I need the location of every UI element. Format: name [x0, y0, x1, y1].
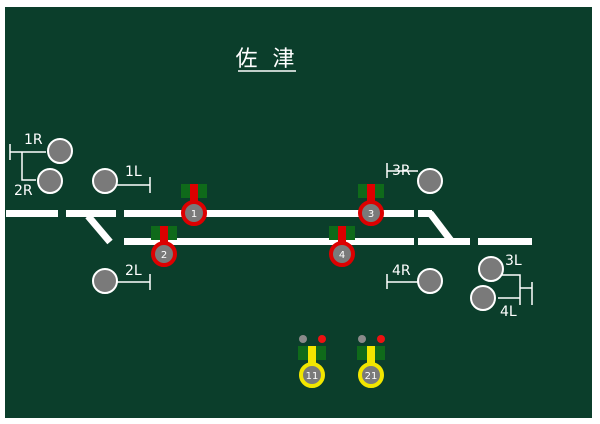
signal-lamp-icon[interactable] [92, 168, 118, 194]
signal-2L[interactable]: 2L [92, 263, 142, 294]
lever-handle[interactable] [367, 346, 375, 366]
lever-knob-icon[interactable] [181, 200, 207, 226]
signals: 1R 2R 1L 2L 3R 4R 3L 4L [14, 132, 522, 320]
lever-knob-icon[interactable] [299, 362, 325, 388]
signal-label: 2R [14, 183, 33, 199]
switch-lever-21[interactable]: 21 [357, 335, 385, 388]
lever-handle[interactable] [308, 346, 316, 366]
lever-number: 2 [161, 250, 167, 261]
signal-3R[interactable]: 3R [392, 163, 443, 194]
signal-3L[interactable]: 3L [478, 253, 522, 282]
track-siding-line [124, 238, 414, 245]
signal-1L[interactable]: 1L [92, 164, 142, 194]
track-segment [66, 210, 116, 217]
lever-number: 4 [339, 250, 345, 261]
signal-lamp-icon[interactable] [478, 256, 504, 282]
indicator-lamp-grey [358, 335, 366, 343]
signal-4R[interactable]: 4R [392, 263, 443, 294]
indicator-lamp-red [377, 335, 385, 343]
route-lever-1[interactable]: 1 [181, 184, 207, 226]
signal-lamp-icon[interactable] [470, 285, 496, 311]
signal-brackets [9, 144, 533, 305]
route-lever-3[interactable]: 3 [358, 184, 384, 226]
route-lever-4[interactable]: 4 [329, 226, 355, 267]
signal-lamp-icon[interactable] [92, 268, 118, 294]
signal-label: 1L [125, 164, 142, 180]
signal-label: 2L [125, 263, 142, 279]
lever-knob-icon[interactable] [151, 241, 177, 267]
signal-label: 1R [24, 132, 43, 148]
lever-knob-icon[interactable] [358, 362, 384, 388]
route-lever-2[interactable]: 2 [151, 226, 177, 267]
signal-label: 4R [392, 263, 411, 279]
lever-number: 21 [365, 371, 378, 382]
signal-2R[interactable]: 2R [14, 168, 63, 199]
lever-handle[interactable] [160, 226, 168, 246]
switch-lever-11[interactable]: 11 [298, 335, 326, 388]
track-main-line [124, 210, 414, 217]
signal-label: 3L [505, 253, 522, 269]
track-crossover-right [427, 210, 455, 245]
station-name: 佐 津 [236, 47, 299, 72]
lever-handle[interactable] [338, 226, 346, 246]
signal-1R[interactable]: 1R [24, 132, 73, 164]
signal-lamp-icon[interactable] [47, 138, 73, 164]
switch-levers: 11 21 [298, 335, 385, 388]
track-crossover-left [85, 213, 113, 245]
lever-number: 11 [306, 371, 319, 382]
lever-number: 3 [368, 209, 374, 220]
track-segment [418, 238, 470, 245]
signal-lamp-icon[interactable] [417, 168, 443, 194]
lever-handle[interactable] [367, 184, 375, 206]
track-segment [478, 238, 532, 245]
signal-label: 3R [392, 163, 411, 179]
track-segment [6, 210, 58, 217]
lever-number: 1 [191, 209, 197, 220]
signal-lamp-icon[interactable] [37, 168, 63, 194]
lever-handle[interactable] [190, 184, 198, 206]
signal-lamp-icon[interactable] [417, 268, 443, 294]
indicator-lamp-red [318, 335, 326, 343]
signal-4L[interactable]: 4L [470, 285, 517, 320]
tracks [6, 210, 532, 245]
indicator-lamp-grey [299, 335, 307, 343]
track-segment [418, 210, 432, 217]
signal-label: 4L [500, 304, 517, 320]
route-levers: 1 2 3 4 [151, 184, 384, 267]
lever-knob-icon[interactable] [358, 200, 384, 226]
lever-knob-icon[interactable] [329, 241, 355, 267]
